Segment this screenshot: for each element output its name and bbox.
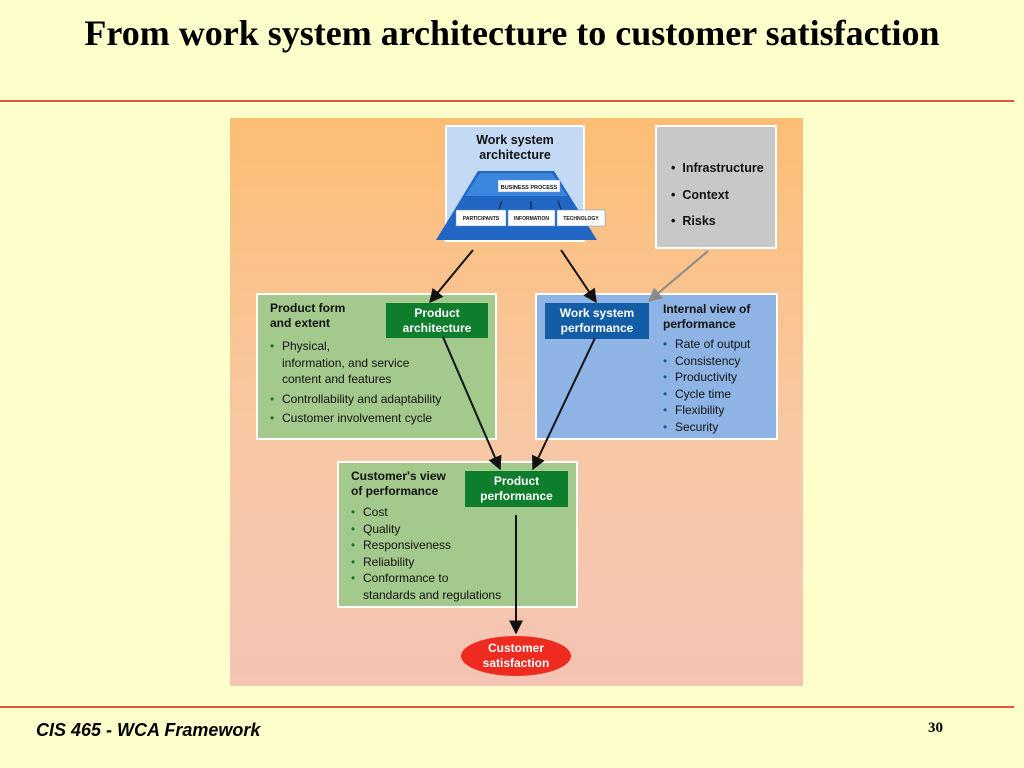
list-item: Security xyxy=(663,419,750,436)
arrow-architecture-to-work-system-performance xyxy=(560,249,597,304)
environment-factors-box: Infrastructure Context Risks xyxy=(655,125,777,249)
work-system-architecture-title: Work system architecture xyxy=(476,133,554,162)
list-item: Rate of output xyxy=(663,336,750,353)
product-form-title: Product form and extent xyxy=(270,301,346,330)
slide-title: From work system architecture to custome… xyxy=(84,13,940,53)
list-item: Risks xyxy=(671,208,764,235)
work-system-architecture-box: Work system architecture BUSINESS PROCES… xyxy=(436,125,606,242)
business-process-label: BUSINESS PROCESS xyxy=(501,185,558,191)
title-divider xyxy=(0,100,1014,102)
internal-view-box: Work system performance Internal view of… xyxy=(535,293,778,440)
customer-satisfaction-oval: Customer satisfaction xyxy=(461,636,571,676)
list-item: Consistency xyxy=(663,353,750,370)
diagram-panel: Work system architecture BUSINESS PROCES… xyxy=(230,118,803,686)
customer-view-title: Customer's view of performance xyxy=(351,469,446,498)
arrow-environment-to-work-system-performance xyxy=(647,250,709,302)
product-form-box: Product form and extent Product architec… xyxy=(256,293,497,440)
list-item: Context xyxy=(671,182,764,209)
architecture-pyramid-graphic: BUSINESS PROCESS PARTICIPANTS INFORMATIO… xyxy=(436,171,606,240)
technology-label: TECHNOLOGY xyxy=(563,216,599,222)
flow-arrows xyxy=(429,249,709,635)
list-item: Responsiveness xyxy=(351,537,501,554)
list-item: Reliability xyxy=(351,554,501,571)
product-architecture-label: Product architecture xyxy=(386,303,488,338)
customer-view-box: Customer's view of performance Product p… xyxy=(337,461,578,608)
list-item: Cycle time xyxy=(663,386,750,403)
participants-label: PARTICIPANTS xyxy=(463,216,500,222)
page-number: 30 xyxy=(928,720,943,736)
arrow-product-architecture-to-product-performance xyxy=(442,336,502,471)
list-item: Flexibility xyxy=(663,402,750,419)
product-form-list: Physical, information, and service conte… xyxy=(270,338,441,427)
customer-view-list: Cost Quality Responsiveness Reliability … xyxy=(351,504,501,603)
list-item: Infrastructure xyxy=(671,155,763,182)
list-item: Quality xyxy=(351,521,501,538)
internal-view-title: Internal view of performance xyxy=(663,302,751,331)
arrow-architecture-to-product-architecture xyxy=(429,249,474,304)
list-item: Controllability and adaptability xyxy=(270,391,441,408)
arrow-work-system-performance-to-product-performance xyxy=(532,337,596,471)
list-item: Physical, information, and service conte… xyxy=(270,338,441,388)
environment-factors-list: Infrastructure Context Risks xyxy=(671,155,764,235)
list-item: Conformance to standards and regulations xyxy=(351,570,501,603)
internal-view-list: Rate of output Consistency Productivity … xyxy=(663,336,750,435)
list-item: Customer involvement cycle xyxy=(270,410,441,427)
footer-divider xyxy=(0,706,1014,708)
information-label: INFORMATION xyxy=(514,216,549,222)
work-system-performance-label: Work system performance xyxy=(545,303,649,339)
list-item: Productivity xyxy=(663,369,750,386)
product-performance-label: Product performance xyxy=(465,471,568,507)
list-item: Cost xyxy=(351,504,501,521)
footer-course-label: CIS 465 - WCA Framework xyxy=(36,720,261,740)
